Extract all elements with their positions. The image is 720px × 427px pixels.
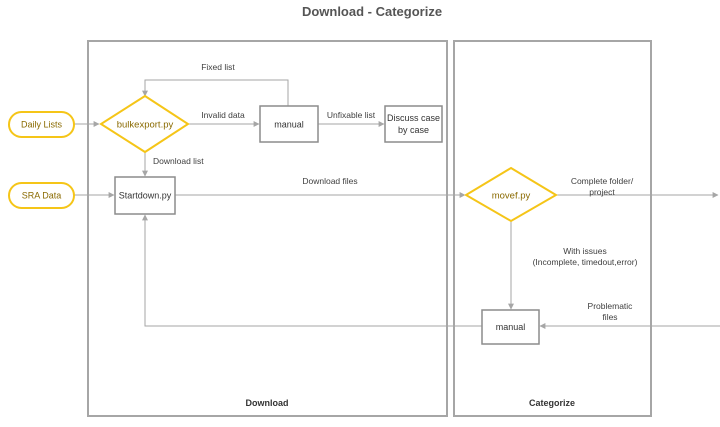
categorize-lane-label: Categorize [529, 398, 575, 408]
download-lane-label: Download [246, 398, 289, 408]
discuss-label-line2: by case [398, 125, 429, 135]
download-files-label: Download files [302, 176, 357, 186]
sra-data-label: SRA Data [22, 191, 62, 201]
discuss-label-line1: Discuss case [387, 113, 440, 123]
movef-label: movef.py [492, 191, 531, 202]
fixed-list-label: Fixed list [201, 62, 235, 72]
download-list-label: Download list [153, 156, 204, 166]
problematic-files-label-line2: files [602, 312, 617, 322]
startdown-label: Startdown.py [119, 191, 172, 201]
daily-lists-node[interactable]: Daily Lists [8, 111, 75, 138]
edge-fixed-list [142, 79, 289, 106]
sra-data-node[interactable]: SRA Data [8, 182, 75, 209]
with-issues-label-line2: (Incomplete, timedout,error) [533, 257, 638, 267]
complete-folder-label-line1: Complete folder/ [571, 176, 634, 186]
manual-top-label: manual [274, 120, 304, 130]
manual-top-box[interactable]: manual [259, 105, 319, 143]
daily-lists-label: Daily Lists [21, 120, 63, 130]
problematic-files-label-line1: Problematic [588, 301, 634, 311]
complete-folder-label-line2: project [589, 187, 615, 197]
diagram-title: Download - Categorize [302, 4, 442, 19]
with-issues-label-line1: With issues [563, 246, 606, 256]
startdown-box[interactable]: Startdown.py [114, 176, 176, 215]
bulkexport-label: bulkexport.py [117, 120, 174, 131]
movef-decision[interactable]: movef.py [464, 166, 558, 223]
edge-retry-to-startdown [142, 214, 482, 327]
manual-bottom-label: manual [496, 322, 526, 332]
discuss-box[interactable]: Discuss case by case [384, 105, 443, 143]
download-lane [87, 40, 448, 417]
unfixable-list-label: Unfixable list [327, 110, 376, 120]
bulkexport-decision[interactable]: bulkexport.py [99, 94, 190, 154]
categorize-lane [453, 40, 652, 417]
manual-bottom-box[interactable]: manual [481, 309, 540, 345]
invalid-data-label: Invalid data [201, 110, 245, 120]
